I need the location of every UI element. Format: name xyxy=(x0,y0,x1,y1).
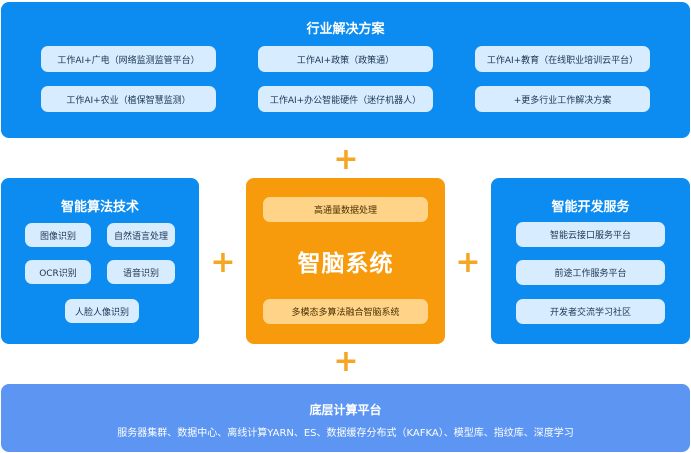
solution-item-education[interactable]: 工作AI+教育（在线职业培训云平台） xyxy=(475,46,650,72)
industry-solutions-panel: 行业解决方案 工作AI+广电（网络监测监管平台） 工作AI+政策（政策通） 工作… xyxy=(1,2,690,138)
computing-platform-panel: 底层计算平台 服务器集群、数据中心、离线计算YARN、ES、数据缓存分布式（KA… xyxy=(1,384,690,452)
brain-system-title: 智脑系统 xyxy=(297,251,394,277)
service-item-cloud-api[interactable]: 智能云接口服务平台 xyxy=(516,222,665,247)
tech-item-nlp[interactable]: 自然语言处理 xyxy=(107,223,175,247)
computing-platform-title: 底层计算平台 xyxy=(309,403,382,417)
tech-item-face-recognition[interactable]: 人脸人像识别 xyxy=(65,299,139,323)
computing-platform-subtitle: 服务器集群、数据中心、离线计算YARN、ES、数据缓存分布式（KAFKA）、模型… xyxy=(117,428,574,439)
multimodal-brain-item[interactable]: 多模态多算法融合智脑系统 xyxy=(263,299,428,324)
service-item-work-platform[interactable]: 前途工作服务平台 xyxy=(516,260,665,285)
solution-item-office-hardware[interactable]: 工作AI+办公智能硬件（迷仔机器人） xyxy=(258,86,433,112)
industry-solutions-title: 行业解决方案 xyxy=(306,22,385,37)
solution-item-more[interactable]: +更多行业工作解决方案 xyxy=(475,86,650,112)
solution-item-broadcast[interactable]: 工作AI+广电（网络监测监管平台） xyxy=(41,46,216,72)
tech-item-speech-recognition[interactable]: 语音识别 xyxy=(107,260,175,284)
plus-icon-right: + xyxy=(455,245,481,280)
dev-services-panel: 智能开发服务 智能云接口服务平台 前途工作服务平台 开发者交流学习社区 xyxy=(491,178,690,344)
plus-icon-top: + xyxy=(333,142,359,177)
solution-item-policy[interactable]: 工作AI+政策（政策通） xyxy=(258,46,433,72)
algorithm-tech-panel: 智能算法技术 图像识别 自然语言处理 OCR识别 语音识别 人脸人像识别 xyxy=(1,178,199,344)
tech-item-ocr[interactable]: OCR识别 xyxy=(25,260,91,284)
dev-services-title: 智能开发服务 xyxy=(551,200,630,215)
plus-icon-left: + xyxy=(210,245,236,280)
tech-item-image-recognition[interactable]: 图像识别 xyxy=(25,223,91,247)
service-item-dev-community[interactable]: 开发者交流学习社区 xyxy=(516,299,665,324)
algorithm-tech-title: 智能算法技术 xyxy=(60,200,139,215)
solution-item-agriculture[interactable]: 工作AI+农业（植保智慧监测） xyxy=(41,86,216,112)
high-throughput-data-item[interactable]: 高通量数据处理 xyxy=(263,197,428,222)
brain-system-panel: 高通量数据处理 智脑系统 多模态多算法融合智脑系统 xyxy=(246,178,445,344)
plus-icon-bottom: + xyxy=(333,344,359,379)
